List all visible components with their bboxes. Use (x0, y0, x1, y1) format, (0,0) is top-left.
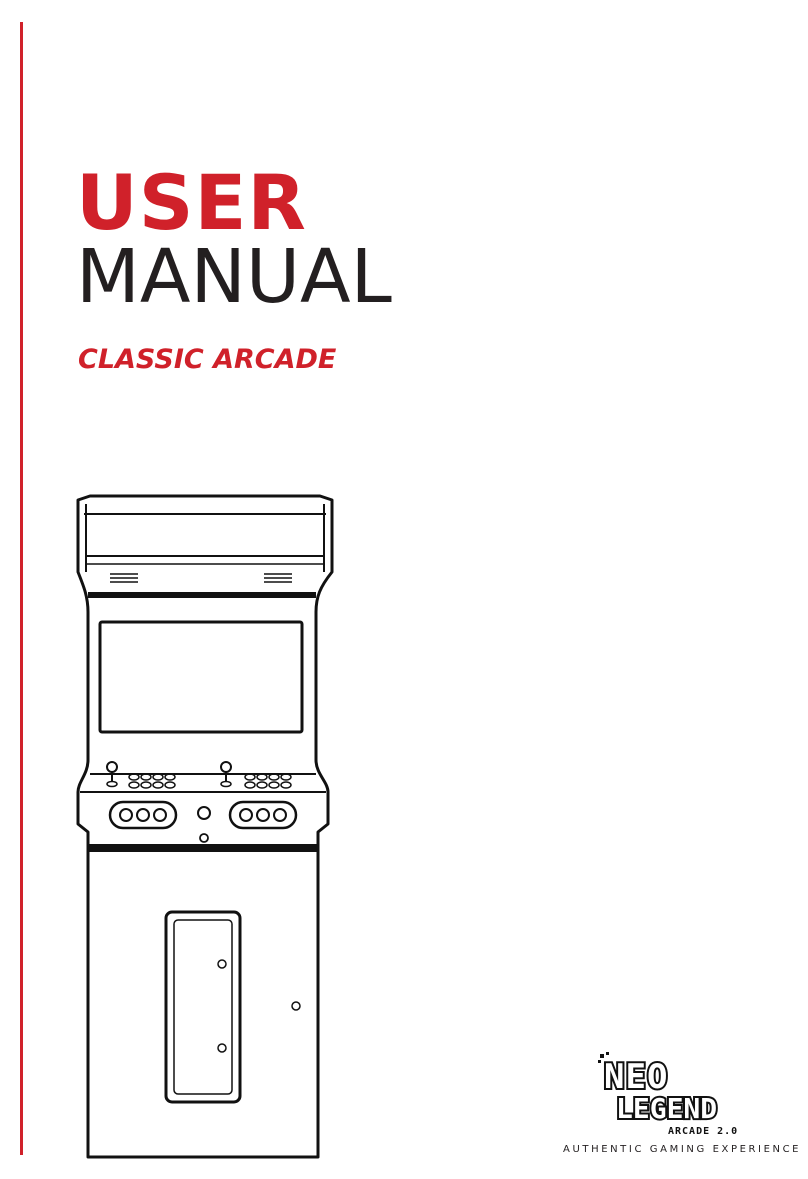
coin-slots-right (228, 800, 298, 830)
coin-door (164, 910, 242, 1104)
logo-word-legend: LEGEND (616, 1092, 717, 1125)
left-speaker-grill (110, 573, 138, 583)
accent-vertical-rule (20, 22, 23, 1155)
coin-slots-left (108, 800, 178, 830)
buttons-p1 (128, 773, 176, 789)
arcade-cabinet-icon (76, 494, 334, 1159)
joystick-p2 (220, 761, 232, 788)
title-user: USER (76, 158, 307, 247)
center-button (197, 806, 211, 820)
title-manual: MANUAL (76, 234, 392, 320)
logo-word-neo: NEO (604, 1057, 668, 1097)
right-speaker-grill (264, 573, 292, 583)
joystick-p1 (106, 761, 118, 788)
buttons-p2 (244, 773, 292, 789)
neo-legend-logo: NEO LEGEND ARCADE 2.0 (598, 1052, 738, 1137)
logo-subtitle: ARCADE 2.0 (668, 1126, 738, 1137)
subtitle-classic-arcade: CLASSIC ARCADE (78, 344, 337, 375)
brand-tagline: AUTHENTIC GAMING EXPERIENCE (563, 1144, 802, 1155)
screen (98, 620, 304, 734)
